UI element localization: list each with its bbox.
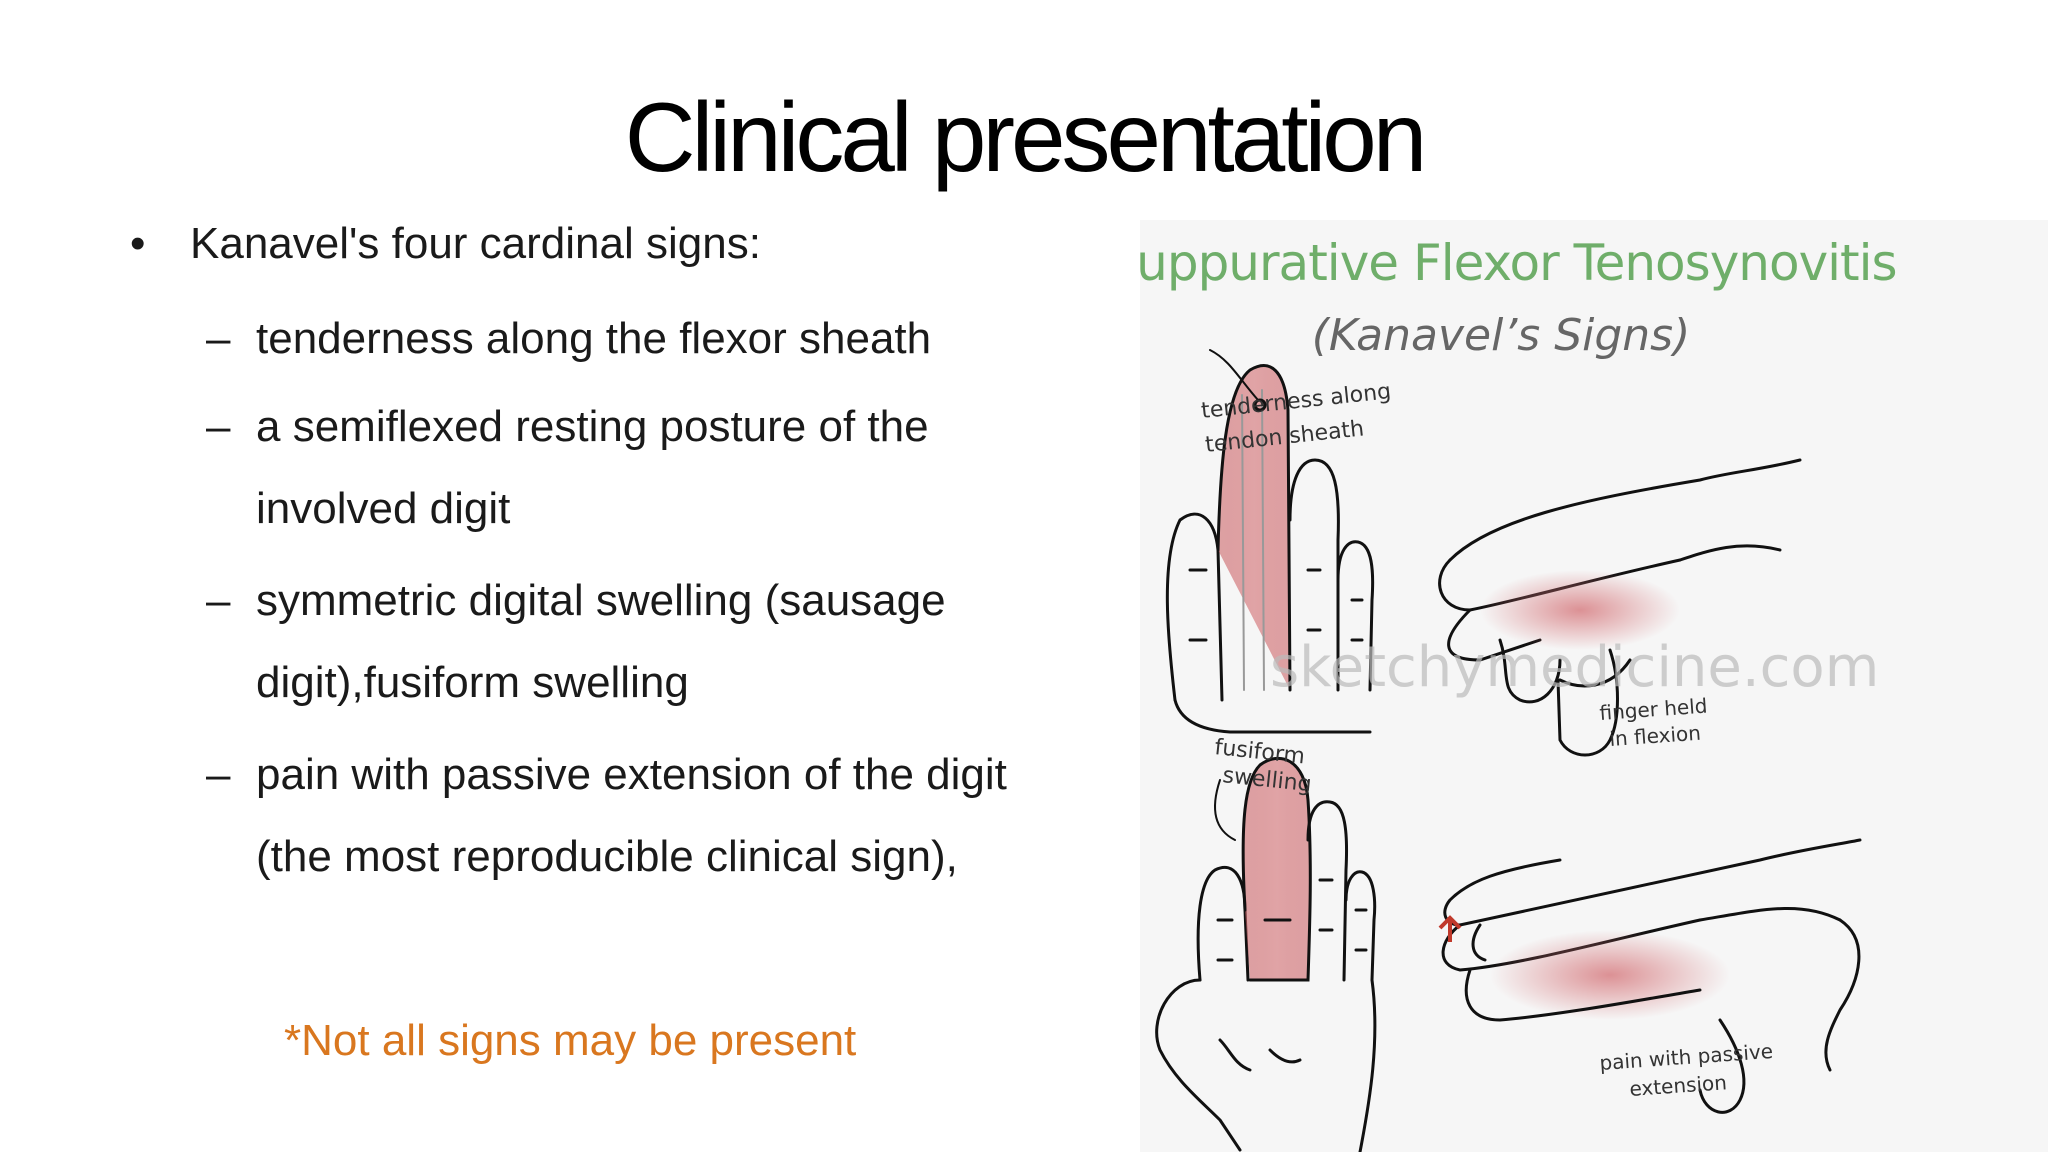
label-passive-2: extension [1629,1070,1728,1101]
dash-marker: – [206,314,231,363]
sign-line: involved digit [256,484,511,533]
sign-line: a semiflexed resting posture of the [256,402,929,451]
dash-marker: – [206,576,231,625]
slide-title: Clinical presentation [624,82,1427,192]
hand-passive-extension-drawing [1441,838,1862,1114]
sign-line: pain with passive extension of the digit [256,750,1007,799]
label-tenderness-1: tenderness along [1200,379,1392,424]
sign-text: tenderness along the flexor sheath [256,298,1116,380]
watermark: sketchymedicine.com [1270,635,1879,700]
kanavel-signs-illustration: Suppurative Flexor Tenosynovitis (Kanave… [1140,234,1898,1152]
sign-text: a semiflexed resting posture of the invo… [256,386,1116,550]
sign-line: tenderness along the flexor sheath [256,314,932,363]
sign-line: digit),fusiform swelling [256,658,689,707]
sign-line: (the most reproducible clinical sign), [256,832,958,881]
illustration-subheading: (Kanavel’s Signs) [1312,310,1691,361]
dash-marker: – [206,402,231,451]
bullet-text: Kanavel's four cardinal signs: [190,219,761,268]
hand-fusiform-drawing [1155,756,1377,1152]
footnote: *Not all signs may be present [284,1016,857,1065]
dash-marker: – [206,750,231,799]
illustration-heading: Suppurative Flexor Tenosynovitis [1140,234,1897,292]
hand-flexion-drawing [1438,458,1802,757]
sign-line: symmetric digital swelling (sausage [256,576,946,625]
bullet-dot: • [130,219,146,268]
label-flexion-2: in flexion [1609,721,1702,751]
sign-text: pain with passive extension of the digit… [256,734,1116,898]
label-passive-1: pain with passive [1599,1039,1774,1075]
sign-text: symmetric digital swelling (sausage digi… [256,560,1116,724]
hand-tenderness-drawing [1165,349,1375,734]
red-arrow-icon [1438,915,1462,942]
